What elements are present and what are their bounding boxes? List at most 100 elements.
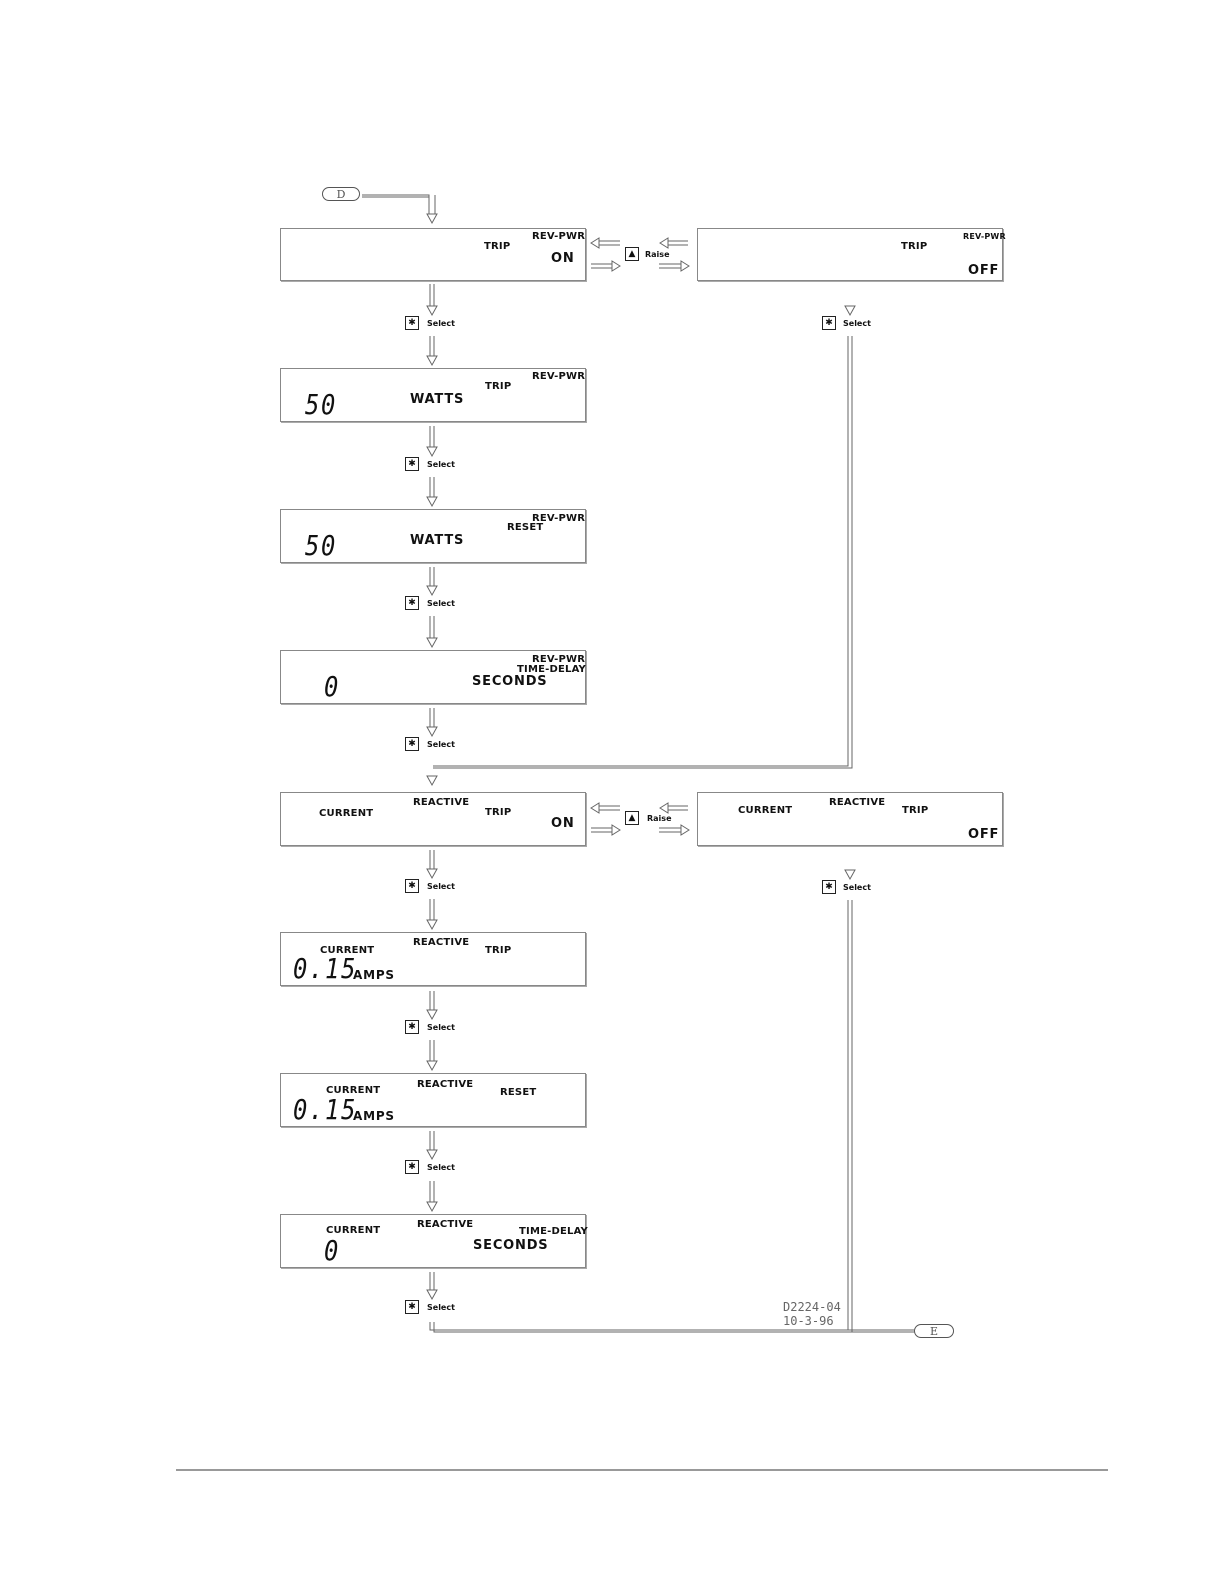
select-key-2[interactable]: ✱ [405,457,419,471]
flow-arrow-shaft [429,991,435,1010]
lcd-state-on: ON [551,816,575,831]
display-reactive-trip-setting: CURRENT REACTIVE TRIP 0.15 AMPS [280,932,586,986]
lcd-label-revpwr: REV-PWR [532,371,586,382]
display-revpwr-trip-setting: REV-PWR TRIP 50 WATTS [280,368,586,422]
flow-arrow-head [426,637,438,649]
raise-label-2: Raise [647,814,672,823]
lcd-label-trip: TRIP [902,805,929,816]
display-reactive-reset-setting: CURRENT REACTIVE RESET 0.15 AMPS [280,1073,586,1127]
lcd-label-revpwr: REV-PWR [532,513,586,524]
drawing-date: 10-3-96 [783,1314,834,1328]
flow-arrow-shaft [429,899,435,920]
flow-arrow-shaft [429,1131,435,1150]
select-key-right-2[interactable]: ✱ [822,880,836,894]
flow-arrow-head [426,1201,438,1213]
drawing-number: D2224-04 [783,1300,841,1314]
select-label-right-1: Select [843,319,871,328]
select-key-right-1[interactable]: ✱ [822,316,836,330]
lcd-label-revpwr: REV-PWR [532,654,586,665]
display-revpwr-time-delay: REV-PWR TIME-DELAY 0 SECONDS [280,650,586,704]
lcd-label-trip: TRIP [485,945,512,956]
select-label-right-2: Select [843,883,871,892]
flow-arrow-head [426,726,438,738]
flow-arrow-head [426,1060,438,1072]
select-key-6[interactable]: ✱ [405,1020,419,1034]
display-reactive-trip-off: CURRENT REACTIVE TRIP OFF [697,792,1003,846]
flow-arrow-head [426,1009,438,1021]
lcd-label-current: CURRENT [326,1225,381,1236]
select-key-3[interactable]: ✱ [405,596,419,610]
select-label-5: Select [427,882,455,891]
lcd-value: 0 [324,670,341,703]
flow-arrow-shaft [429,426,435,447]
lcd-label-reactive: REACTIVE [413,937,470,948]
select-key-8[interactable]: ✱ [405,1300,419,1314]
raise-key-1[interactable]: ▲ [625,247,639,261]
lcd-label-current: CURRENT [326,1085,381,1096]
lcd-value: 0.15 [293,1093,358,1126]
lcd-unit-watts: WATTS [410,533,465,548]
lcd-state-on: ON [551,251,575,266]
connector-d: D [322,187,360,201]
flow-arrow-shaft [429,477,435,497]
flow-arrow-head [426,355,438,367]
raise-label-1: Raise [645,250,670,259]
lcd-label-reset: RESET [500,1087,537,1098]
lcd-label-revpwr: REV-PWR [532,231,586,242]
lcd-unit-watts: WATTS [410,392,465,407]
flow-arrow-head [426,305,438,317]
connector-e: E [914,1324,954,1338]
lcd-label-time-delay: TIME-DELAY [519,1226,589,1237]
lcd-label-revpwr: REV-PWR [963,232,1006,241]
flow-arrow-shaft [429,1272,435,1290]
select-label-8: Select [427,1303,455,1312]
display-reactive-time-delay: CURRENT REACTIVE TIME-DELAY 0 SECONDS [280,1214,589,1268]
lcd-unit-amps: AMPS [353,1109,395,1123]
flow-arrow-shaft [429,850,435,869]
lcd-label-trip: TRIP [485,381,512,392]
lcd-label-trip: TRIP [901,241,928,252]
flow-arrow-shaft [429,567,435,586]
display-revpwr-trip-off: REV-PWR TRIP OFF [697,228,1006,281]
raise-key-2[interactable]: ▲ [625,811,639,825]
lcd-value: 50 [305,388,338,421]
select-key-5[interactable]: ✱ [405,879,419,893]
flow-arrow-head [426,1289,438,1301]
lcd-label-time-delay: TIME-DELAY [517,664,587,675]
lcd-state-off: OFF [968,827,1000,842]
lcd-label-reactive: REACTIVE [417,1219,474,1230]
flow-arrow-head [426,446,438,458]
lcd-label-current: CURRENT [319,808,374,819]
flow-arrow-shaft [429,284,435,306]
lcd-label-reactive: REACTIVE [829,797,886,808]
select-label-6: Select [427,1023,455,1032]
select-key-1[interactable]: ✱ [405,316,419,330]
lcd-label-current: CURRENT [320,945,375,956]
select-key-7[interactable]: ✱ [405,1160,419,1174]
flow-arrow-shaft [429,708,435,727]
flow-arrow-shaft [429,1040,435,1061]
lcd-label-trip: TRIP [484,241,511,252]
flow-arrow-shaft [429,336,435,356]
flow-arrow-shaft [429,1181,435,1202]
lcd-unit-seconds: SECONDS [472,674,548,689]
flow-arrow-head [426,496,438,508]
lcd-label-reset: RESET [507,522,544,533]
lcd-label-current: CURRENT [738,805,793,816]
select-label-1: Select [427,319,455,328]
lcd-label-trip: TRIP [485,807,512,818]
lcd-label-reactive: REACTIVE [417,1079,474,1090]
lcd-value: 50 [305,529,338,562]
lcd-value: 0.15 [293,952,358,985]
flow-arrow-head [426,585,438,597]
select-key-4[interactable]: ✱ [405,737,419,751]
drawing-stamp: D2224-04 10-3-96 [783,1300,841,1328]
flow-arrow-head [426,1149,438,1161]
flow-arrow-head [426,868,438,880]
display-revpwr-reset-setting: REV-PWR RESET 50 WATTS [280,509,586,563]
select-label-2: Select [427,460,455,469]
display-reactive-trip-on: CURRENT REACTIVE TRIP ON [280,792,586,846]
display-revpwr-trip-on: REV-PWR TRIP ON [280,228,586,281]
lcd-label-reactive: REACTIVE [413,797,470,808]
